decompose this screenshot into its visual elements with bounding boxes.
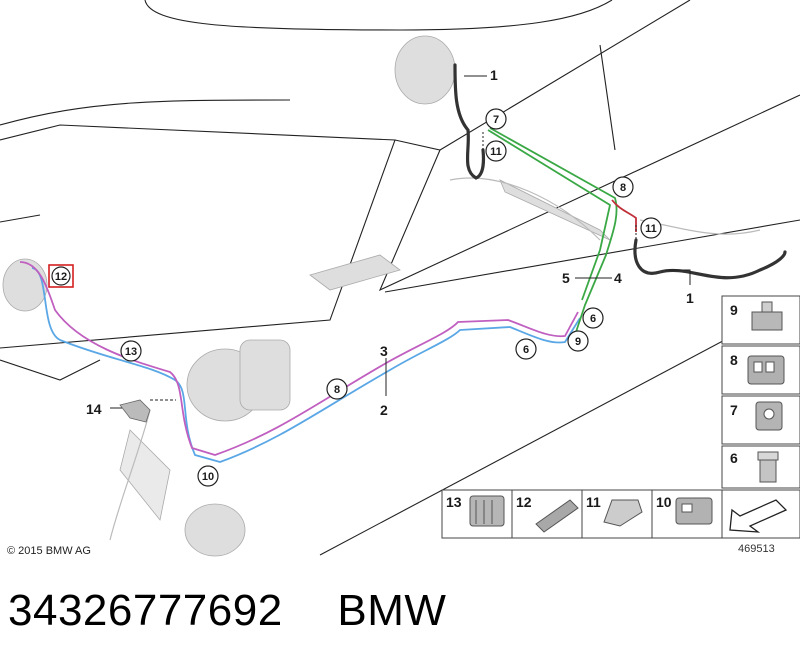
callout-3: 3 <box>380 343 388 359</box>
part-tile-13: 13 <box>441 489 513 539</box>
master-cylinder <box>239 339 291 411</box>
part-number: 34326777692 <box>8 586 283 635</box>
callout-13: 13 <box>120 340 142 362</box>
parts-diagram: 1 1 3 2 5 4 14 7 11 8 11 6 9 6 8 13 10 1… <box>0 0 800 557</box>
part-tile-10: 10 <box>651 489 723 539</box>
leader-lines <box>110 75 691 409</box>
part-tile-12: 12 <box>511 489 583 539</box>
callout-2: 2 <box>380 402 388 418</box>
svg-text:11: 11 <box>586 494 601 510</box>
callout-8-center: 8 <box>326 378 348 400</box>
caption: 34326777692 BMW <box>8 586 446 656</box>
arrow-icon <box>729 499 788 533</box>
callout-1-rear: 1 <box>490 67 498 83</box>
brake-line-green-2 <box>487 129 611 301</box>
svg-text:12: 12 <box>55 271 67 283</box>
nut-icon <box>757 451 779 483</box>
clip-9-icon <box>751 301 783 331</box>
svg-text:11: 11 <box>490 146 502 158</box>
svg-text:10: 10 <box>656 494 672 510</box>
callout-10: 10 <box>197 465 219 487</box>
svg-text:11: 11 <box>645 223 657 235</box>
svg-text:8: 8 <box>334 384 340 396</box>
rear-hose-left <box>453 63 486 180</box>
svg-text:8: 8 <box>730 352 738 368</box>
svg-text:7: 7 <box>730 402 738 418</box>
copyright-text: © 2015 BMW AG <box>7 545 91 557</box>
front-strut <box>119 429 171 521</box>
svg-text:6: 6 <box>523 344 529 356</box>
callout-4: 4 <box>614 270 622 286</box>
component-shapes <box>2 35 611 557</box>
parking-brake-lever <box>309 254 401 291</box>
diagram-number: 469513 <box>738 543 775 555</box>
part-tile-9: 9 <box>721 295 800 345</box>
svg-text:13: 13 <box>446 494 462 510</box>
rear-hose-right <box>633 238 787 280</box>
clip-8-icon <box>747 355 785 385</box>
callout-12-highlighted: 12 <box>48 264 74 288</box>
callout-14: 14 <box>86 401 102 417</box>
part-tile-11: 11 <box>581 489 653 539</box>
abs-unit <box>2 258 48 312</box>
part-tile-6: 6 <box>721 445 800 489</box>
svg-text:8: 8 <box>620 182 626 194</box>
clip-13-icon <box>469 495 505 527</box>
handbrake-cable-area <box>499 179 611 241</box>
callout-11-rear: 11 <box>485 140 507 162</box>
svg-text:13: 13 <box>125 346 137 358</box>
brake-line-red <box>611 199 637 232</box>
front-brake-disc <box>184 503 246 557</box>
svg-text:6: 6 <box>590 313 596 325</box>
brake-line-blue <box>31 267 581 463</box>
callout-1-right: 1 <box>686 290 694 306</box>
circled-callouts: 7 11 8 11 6 9 6 8 13 10 12 <box>48 108 662 487</box>
callout-6-right: 6 <box>582 307 604 329</box>
brand-name: BMW <box>337 586 447 635</box>
callout-7: 7 <box>485 108 507 130</box>
part-tile-arrow <box>721 489 800 539</box>
rear-brake-disc <box>394 35 456 105</box>
svg-text:9: 9 <box>575 336 581 348</box>
brake-hoses <box>453 63 787 280</box>
clip-10-icon <box>675 497 713 525</box>
body-outline <box>0 0 800 556</box>
brake-line-green <box>489 127 618 336</box>
callout-5: 5 <box>562 270 570 286</box>
svg-text:9: 9 <box>730 302 738 318</box>
callout-8-right: 8 <box>612 176 634 198</box>
part-tile-7: 7 <box>721 395 800 445</box>
parts-panel-bottom: 13 12 11 10 <box>441 489 800 539</box>
brake-lines <box>19 127 637 463</box>
part-tile-8: 8 <box>721 345 800 395</box>
svg-text:10: 10 <box>202 471 214 483</box>
svg-text:12: 12 <box>516 494 532 510</box>
parts-panel-side: 9 8 7 6 <box>721 295 800 489</box>
clip-12-icon <box>535 499 579 533</box>
callout-11-right: 11 <box>640 217 662 239</box>
callout-9: 9 <box>567 330 589 352</box>
bracket-11-icon <box>603 499 643 527</box>
bracket-14-shape <box>119 399 151 423</box>
svg-text:6: 6 <box>730 450 738 466</box>
brake-line-purple <box>19 261 579 456</box>
callout-6-center: 6 <box>515 338 537 360</box>
clip-7-icon <box>755 401 783 431</box>
svg-text:7: 7 <box>493 114 499 126</box>
